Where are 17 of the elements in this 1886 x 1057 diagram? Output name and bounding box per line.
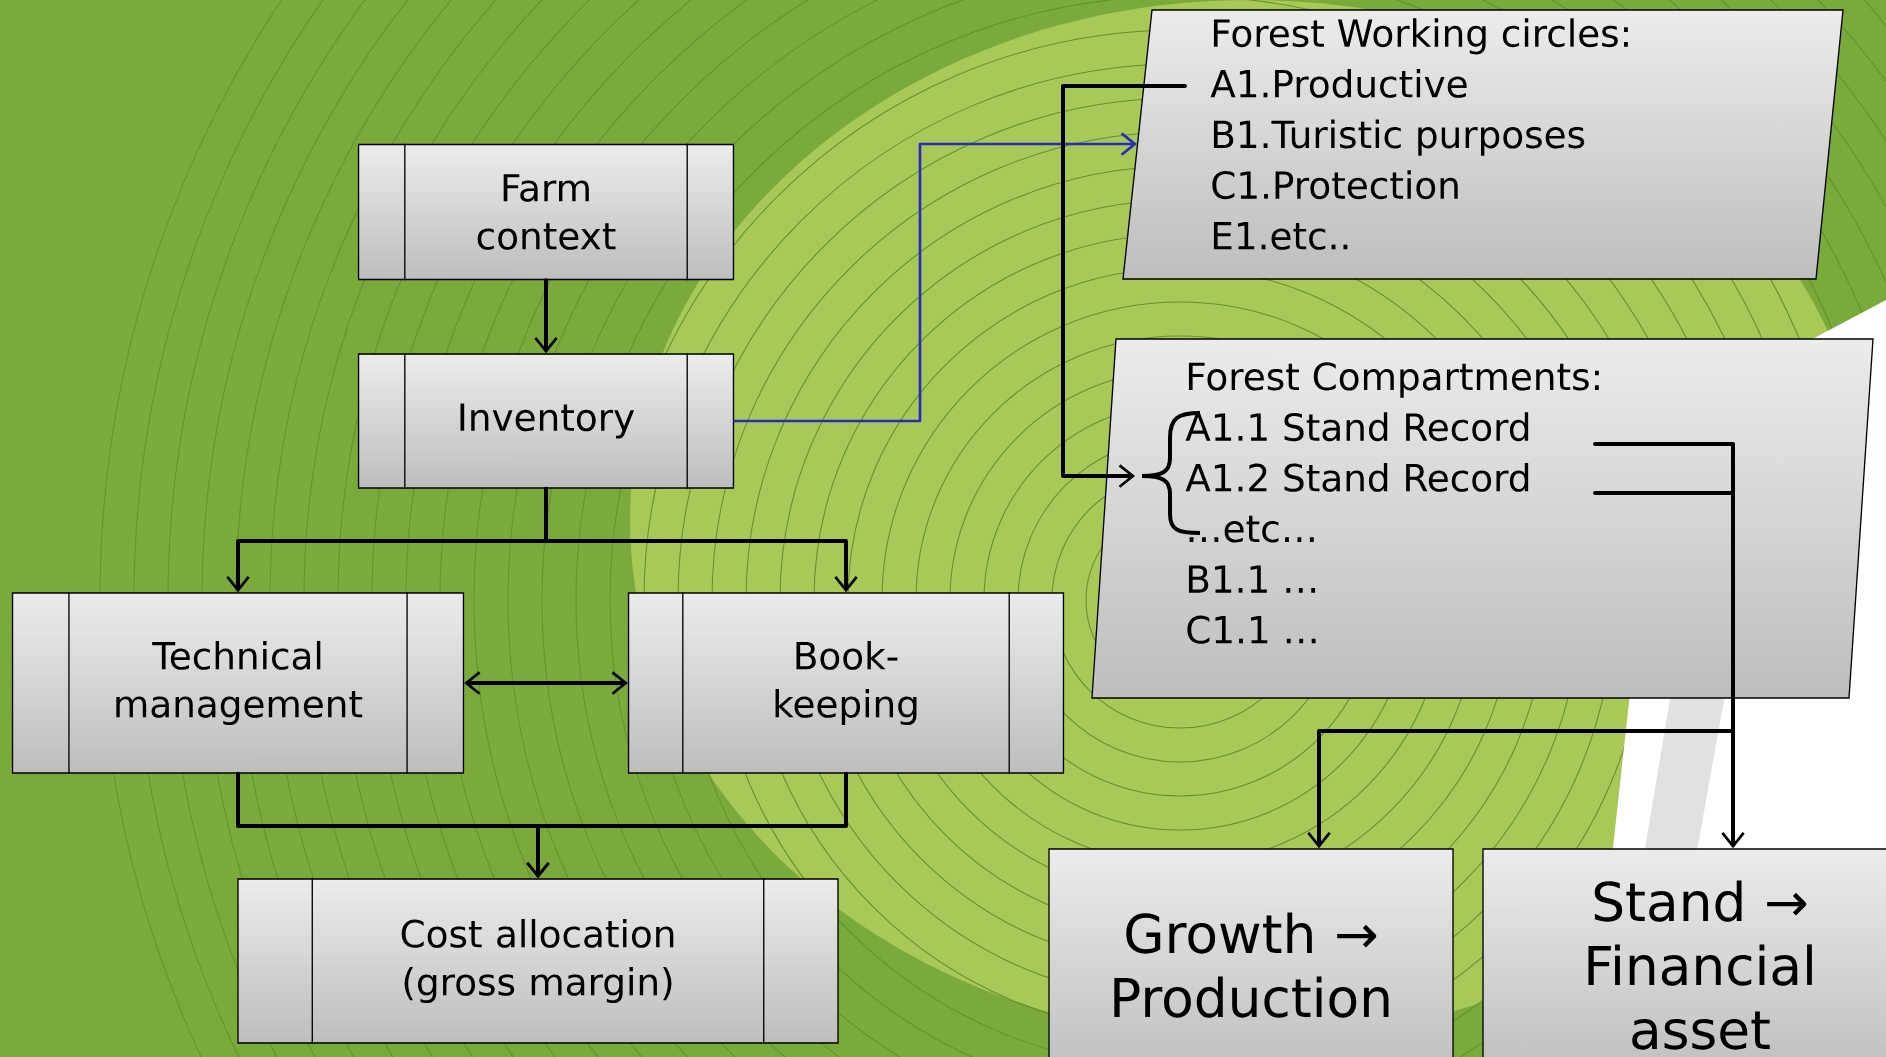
process-box: Technical management (11, 591, 465, 775)
arrow (464, 671, 628, 695)
arrow (526, 771, 848, 879)
arrow (544, 486, 858, 593)
arrow (534, 278, 558, 354)
arrow (732, 132, 1137, 423)
parallelogram-box: Forest Compartments: A1.1 Stand Record A1.2 Stand Record …etc… B1.1 … C1.1 … (1091, 338, 1874, 699)
process-box: Stand → Financial asset (1482, 848, 1886, 1057)
arrow (1593, 491, 1745, 849)
arrow (1307, 442, 1735, 849)
process-box: Inventory (357, 352, 735, 490)
process-box: Book-keeping (627, 591, 1065, 775)
process-box: Cost allocation (gross margin) (237, 877, 839, 1045)
arrow (1061, 84, 1187, 488)
parallelogram-box: Forest Working circles: A1.Productive B1.Turistic purposes C1.Protection E1.etc.. (1122, 9, 1844, 280)
process-box: Growth → Production (1048, 848, 1454, 1057)
process-box: Farm context (357, 143, 735, 281)
